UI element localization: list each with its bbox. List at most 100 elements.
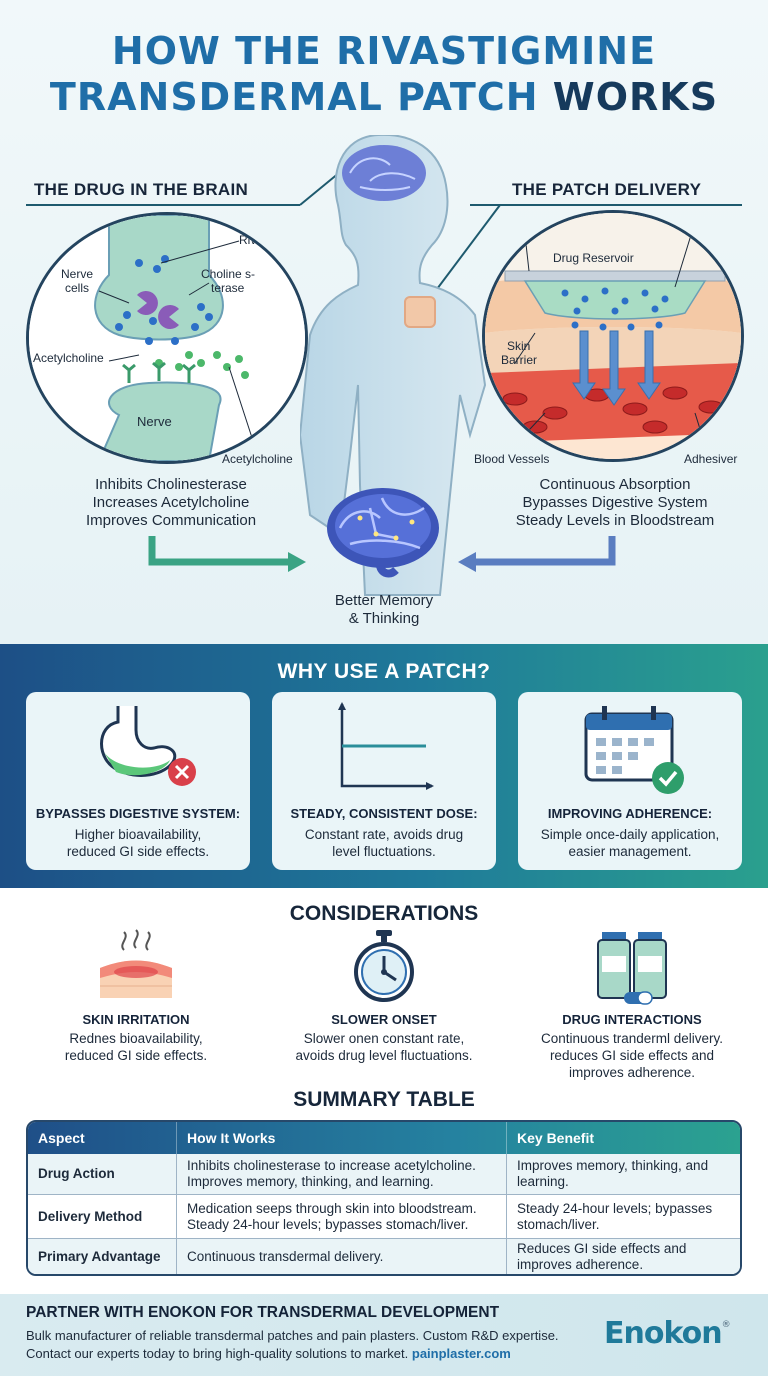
cell-line: learning. xyxy=(517,1174,569,1189)
label-acetylcholine-left: Acetylcholine xyxy=(33,351,104,365)
card-desc: Higher bioavailability, reduced GI side … xyxy=(36,826,240,860)
card-desc: Constant rate, avoids drug level fluctua… xyxy=(282,826,486,860)
label-skin-barrier-1: Skin xyxy=(507,339,531,353)
outcome-line-1: Better Memory xyxy=(334,592,434,609)
patch-circle: Backing Adhesive Drug Reservoir Skin Bar… xyxy=(482,210,744,462)
table-header-row: Aspect How It Works Key Benefit xyxy=(28,1122,740,1154)
brain-effect-2: Increases Acetylcholine xyxy=(92,494,250,511)
patch-effect-3: Steady Levels in Bloodstream xyxy=(515,512,715,529)
label-adhesive-bottom: Adhesiver xyxy=(684,452,738,466)
card-desc-line: Simple once-daily application, xyxy=(540,827,720,842)
table-row: Primary Advantage Continuous transdermal… xyxy=(28,1238,740,1274)
considerations-title: CONSIDERATIONS xyxy=(289,902,479,925)
consideration-slower-onset: SLOWER ONSET Slower onen constant rate, … xyxy=(264,928,504,1078)
label-acetylcholine-bottom: Acetylcholine xyxy=(222,452,293,466)
cell-line: Reduces GI side effects and xyxy=(517,1240,687,1256)
header-aspect: Aspect xyxy=(38,1130,85,1146)
card-desc-line: easier management. xyxy=(568,844,692,859)
label-blood-vessels: Blood Vessels xyxy=(474,452,550,466)
summary-section: SUMMARY TABLE Aspect How It Works Key Be… xyxy=(0,1084,768,1294)
cell-line: Improves memory, thinking, and xyxy=(517,1158,709,1173)
summary-table: Aspect How It Works Key Benefit Drug Act… xyxy=(26,1120,742,1276)
brain-effect-1: Inhibits Cholinesterase xyxy=(95,476,247,493)
why-use-patch-section: WHY USE A PATCH? BYPASSES DIGESTIVE SYST… xyxy=(0,644,768,888)
label-nerve-cells-2: cells xyxy=(65,281,90,295)
cell-line: Continuous transdermal delivery. xyxy=(187,1248,384,1264)
consideration-desc-line: avoids drug level fluctuations. xyxy=(295,1048,473,1063)
enokon-logo: Enokon® xyxy=(604,1316,731,1351)
cell-aspect: Primary Advantage xyxy=(38,1248,161,1264)
card-desc: Simple once-daily application, easier ma… xyxy=(528,826,732,860)
label-nerve: Nerve xyxy=(137,414,172,429)
flat-line-chart-icon xyxy=(338,702,434,790)
page-title: HOW THE RIVASTIGMINE TRANSDERMAL PATCH W… xyxy=(0,28,768,120)
header-key-benefit: Key Benefit xyxy=(506,1122,740,1154)
patch-cross-section xyxy=(485,213,741,459)
calendar-check-icon xyxy=(584,706,684,794)
considerations-section: CONSIDERATIONS SKIN IRRITATION Rednes bi… xyxy=(0,888,768,1084)
why-title: WHY USE A PATCH? xyxy=(277,660,491,683)
consideration-desc: Rednes bioavailability, reduced GI side … xyxy=(22,1030,250,1064)
card-title: STEADY, CONSISTENT DOSE: xyxy=(290,806,478,821)
consideration-desc-line: reduces GI side effects and xyxy=(549,1048,715,1063)
cell-line: improves adherence. xyxy=(517,1256,644,1272)
consideration-desc-line: reduced GI side effects. xyxy=(64,1048,208,1063)
mechanism-section: HOW THE RIVASTIGMINE TRANSDERMAL PATCH W… xyxy=(0,0,768,644)
summary-title: SUMMARY TABLE xyxy=(293,1088,475,1111)
title-line-2b: WORKS xyxy=(552,75,719,119)
irritated-skin-icon xyxy=(100,929,172,998)
consideration-title: DRUG INTERACTIONS xyxy=(562,1012,702,1027)
footer: PARTNER WITH ENOKON FOR TRANSDERMAL DEVE… xyxy=(0,1294,768,1376)
consideration-desc-line: improves adherence. xyxy=(568,1065,696,1080)
cell-how: Medication seeps through skin into blood… xyxy=(176,1195,506,1238)
footer-line-1: Bulk manufacturer of reliable transderma… xyxy=(26,1328,559,1343)
consideration-desc-line: Continuous tranderml delivery. xyxy=(540,1031,724,1046)
human-figure-illustration xyxy=(300,135,487,596)
stomach-icon xyxy=(100,706,196,786)
brain-section-heading: THE DRUG IN THE BRAIN xyxy=(34,180,249,199)
benefit-card-digestive: BYPASSES DIGESTIVE SYSTEM: Higher bioava… xyxy=(26,692,250,870)
brain-effects: Inhibits Cholinesterase Increases Acetyl… xyxy=(26,476,316,530)
table-row: Drug Action Inhibits cholinesterase to i… xyxy=(28,1154,740,1194)
label-rivastigmine: Rivastigmine xyxy=(239,233,308,247)
benefit-card-steady-dose: STEADY, CONSISTENT DOSE: Constant rate, … xyxy=(272,692,496,870)
label-cholinesterase-2: terase xyxy=(211,281,245,295)
label-backing: Backing xyxy=(493,221,536,235)
title-line-1: HOW THE RIVASTIGMINE xyxy=(111,29,657,73)
synapse-circle: Rivastigmine Nerve cells Choline s- tera… xyxy=(26,212,308,464)
patch-effect-1: Continuous Absorption xyxy=(539,476,691,493)
footer-website-link[interactable]: painplaster.com xyxy=(411,1346,511,1361)
patch-section-heading: THE PATCH DELIVERY xyxy=(512,180,702,199)
benefit-card-adherence: IMPROVING ADHERENCE: Simple once-daily a… xyxy=(518,692,742,870)
consideration-desc: Slower onen constant rate, avoids drug l… xyxy=(270,1030,498,1064)
flow-arrows xyxy=(148,536,616,572)
logo-text: Enokon xyxy=(604,1316,723,1351)
glowing-brain-icon xyxy=(327,488,439,578)
stopwatch-icon xyxy=(354,930,414,1002)
consideration-desc-line: Slower onen constant rate, xyxy=(303,1031,465,1046)
consideration-drug-interactions: DRUG INTERACTIONS Continuous tranderml d… xyxy=(512,928,752,1081)
consideration-desc: Continuous tranderml delivery. reduces G… xyxy=(518,1030,746,1081)
label-drug-reservoir: Drug Reservoir xyxy=(553,251,634,265)
medicine-bottles-icon xyxy=(597,932,667,1005)
card-desc-line: Higher bioavailability, xyxy=(74,827,202,842)
logo-registered-mark: ® xyxy=(721,1320,731,1330)
outcome-label: Better Memory & Thinking xyxy=(294,592,474,628)
card-desc-line: level fluctuations. xyxy=(332,844,436,859)
cell-line: Steady 24-hour levels; bypasses xyxy=(517,1200,713,1216)
cell-line: Improves memory, thinking, and learning. xyxy=(187,1174,434,1189)
cell-how: Continuous transdermal delivery. xyxy=(176,1239,506,1274)
cell-line: Medication seeps through skin into blood… xyxy=(187,1200,477,1216)
consideration-skin-irritation: SKIN IRRITATION Rednes bioavailability, … xyxy=(16,928,256,1078)
label-cholinesterase-1: Choline s- xyxy=(201,267,256,281)
title-line-2a: TRANSDERMAL PATCH xyxy=(49,75,539,119)
consideration-title: SLOWER ONSET xyxy=(331,1012,437,1027)
label-skin-barrier-2: Barrier xyxy=(501,353,538,367)
consideration-desc-line: Rednes bioavailability, xyxy=(69,1031,203,1046)
consideration-title: SKIN IRRITATION xyxy=(82,1012,190,1027)
footer-title: PARTNER WITH ENOKON FOR TRANSDERMAL DEVE… xyxy=(26,1304,500,1321)
cell-line: Steady 24-hour levels; bypasses stomach/… xyxy=(187,1216,469,1232)
